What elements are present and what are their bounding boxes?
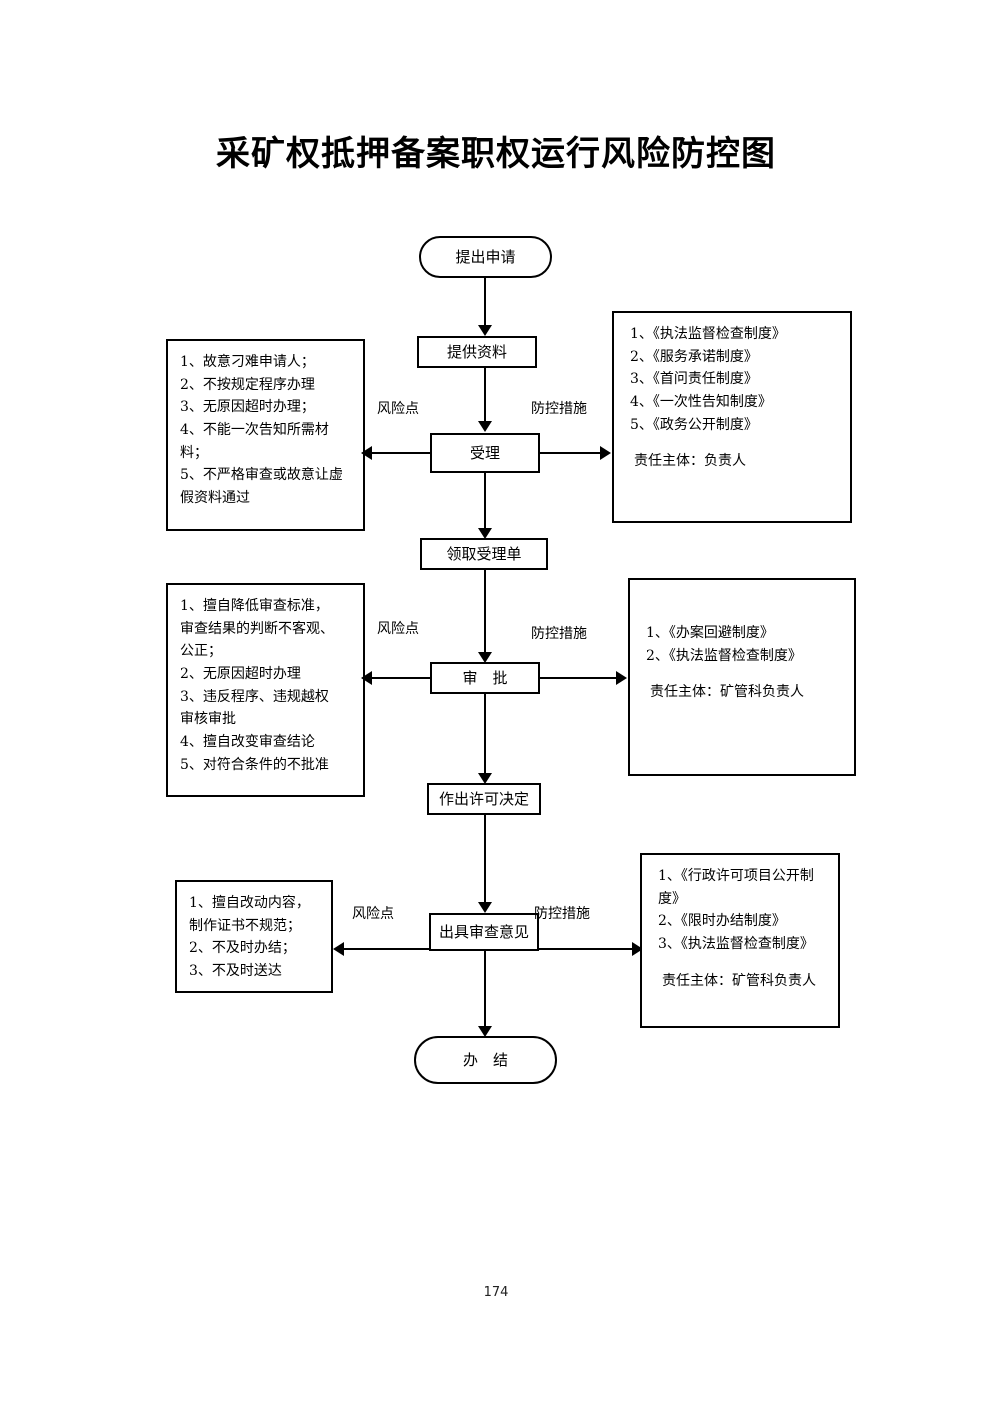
risk-line: 2、不及时办结； xyxy=(189,940,296,957)
edge-label-measures-review: 防控措施 xyxy=(534,906,590,922)
arrowhead-review-to-measures xyxy=(632,942,643,956)
risk-line: 5、对符合条件的不批准 xyxy=(180,756,329,773)
connector-approve-to-measures xyxy=(540,677,618,679)
risk-line: 假资料通过 xyxy=(180,490,250,507)
arrowhead-approve-to-risk xyxy=(361,671,372,685)
measure-line: 2、《服务承诺制度》 xyxy=(630,348,758,365)
arrowhead-review-to-end xyxy=(478,1026,492,1037)
connector-review-to-measures xyxy=(539,948,634,950)
node-approve: 审 批 xyxy=(430,662,540,694)
page-title: 采矿权抵押备案职权运行风险防控图 xyxy=(216,134,776,174)
connector-permit-to-review xyxy=(484,815,486,905)
measure-line: 2、《限时办结制度》 xyxy=(658,913,786,930)
node-provide-materials-label: 提供资料 xyxy=(446,343,507,361)
node-end-label: 办 结 xyxy=(462,1051,508,1069)
arrowhead-review-to-risk xyxy=(333,942,344,956)
node-receipt: 领取受理单 xyxy=(420,538,548,570)
page-number: 174 xyxy=(483,1285,509,1300)
edge-label-risk-review: 风险点 xyxy=(352,906,394,922)
risk-line: 1、擅自降低审查标准， xyxy=(180,598,329,614)
connector-provide-to-accept xyxy=(484,368,486,423)
node-accept: 受理 xyxy=(430,433,540,473)
measure-line: 1、《执法监督检查制度》 xyxy=(630,326,786,342)
arrowhead-start-to-provide xyxy=(478,325,492,336)
measure-owner: 责任主体：矿管科负责人 xyxy=(662,972,816,989)
arrowhead-accept-to-measures xyxy=(600,446,611,460)
connector-accept-to-risk xyxy=(372,452,430,454)
node-review-opinion: 出具审查意见 xyxy=(429,913,539,951)
measure-line: 1、《行政许可项目公开制 xyxy=(658,868,814,884)
measure-spacer xyxy=(658,956,828,970)
risk-line: 4、不能一次告知所需材 xyxy=(180,422,329,439)
connector-approve-to-risk xyxy=(372,677,430,679)
measures-panel-review: 1、《行政许可项目公开制 度》 2、《限时办结制度》 3、《执法监督检查制度》 … xyxy=(640,853,840,1028)
arrowhead-accept-to-risk xyxy=(361,446,372,460)
node-receipt-label: 领取受理单 xyxy=(446,545,522,563)
risk-line: 料； xyxy=(180,444,208,461)
risk-line: 审核审批 xyxy=(180,711,236,728)
node-start-label: 提出申请 xyxy=(455,248,516,266)
risk-panel-accept: 1、故意刁难申请人； 2、不按规定程序办理 3、无原因超时办理； 4、不能一次告… xyxy=(166,339,365,531)
measure-line: 5、《政务公开制度》 xyxy=(630,416,758,433)
node-accept-label: 受理 xyxy=(469,444,500,462)
measure-line: 3、《首问责任制度》 xyxy=(630,371,758,388)
node-approve-label: 审 批 xyxy=(462,669,508,687)
risk-line: 3、不及时送达 xyxy=(189,963,282,980)
measure-owner: 责任主体：负责人 xyxy=(634,453,746,470)
arrowhead-receipt-to-approve xyxy=(478,652,492,663)
edge-label-risk-accept: 风险点 xyxy=(377,401,419,417)
measure-line: 2、《执法监督检查制度》 xyxy=(646,647,802,664)
node-end: 办 结 xyxy=(414,1036,557,1084)
arrowhead-approve-to-permit xyxy=(478,773,492,784)
risk-line: 审查结果的判断不客观、 xyxy=(180,620,334,637)
connector-start-to-provide xyxy=(484,278,486,328)
connector-receipt-to-approve xyxy=(484,570,486,655)
measure-line: 4、《一次性告知制度》 xyxy=(630,394,772,411)
node-permit-decision-label: 作出许可决定 xyxy=(438,790,529,808)
measure-owner: 责任主体：矿管科负责人 xyxy=(650,684,804,701)
risk-line: 1、擅自改动内容， xyxy=(189,895,310,911)
connector-approve-to-permit xyxy=(484,694,486,776)
risk-line: 2、不按规定程序办理 xyxy=(180,376,315,393)
node-review-opinion-label: 出具审查意见 xyxy=(438,923,529,941)
edge-label-risk-approve: 风险点 xyxy=(377,621,419,637)
risk-line: 公正； xyxy=(180,643,222,660)
measures-panel-accept: 1、《执法监督检查制度》 2、《服务承诺制度》 3、《首问责任制度》 4、《一次… xyxy=(612,311,852,523)
measure-line: 3、《执法监督检查制度》 xyxy=(658,936,814,953)
risk-line: 4、擅自改变审查结论 xyxy=(180,734,315,751)
risk-line: 2、无原因超时办理 xyxy=(180,666,301,683)
node-provide-materials: 提供资料 xyxy=(417,336,537,368)
risk-line: 3、违反程序、违规越权 xyxy=(180,688,329,705)
risk-panel-review: 1、擅自改动内容， 制作证书不规范； 2、不及时办结； 3、不及时送达 xyxy=(175,880,333,993)
node-permit-decision: 作出许可决定 xyxy=(427,783,541,815)
connector-review-to-end xyxy=(484,951,486,1029)
arrowhead-provide-to-accept xyxy=(478,421,492,432)
risk-line: 3、无原因超时办理； xyxy=(180,399,315,416)
connector-accept-to-receipt xyxy=(484,473,486,531)
risk-line: 5、不严格审查或故意让虚 xyxy=(180,467,343,484)
risk-panel-approve: 1、擅自降低审查标准， 审查结果的判断不客观、 公正； 2、无原因超时办理 3、… xyxy=(166,583,365,797)
measure-line: 1、《办案回避制度》 xyxy=(646,625,774,641)
measure-line: 度》 xyxy=(658,890,686,907)
arrowhead-approve-to-measures xyxy=(616,671,627,685)
risk-line: 制作证书不规范； xyxy=(189,917,301,934)
measures-panel-approve: 1、《办案回避制度》 2、《执法监督检查制度》 责任主体：矿管科负责人 xyxy=(628,578,856,776)
arrowhead-accept-to-receipt xyxy=(478,528,492,539)
connector-accept-to-measures xyxy=(540,452,602,454)
arrowhead-permit-to-review xyxy=(478,902,492,913)
edge-label-measures-accept: 防控措施 xyxy=(531,401,587,417)
edge-label-measures-approve: 防控措施 xyxy=(531,626,587,642)
node-start: 提出申请 xyxy=(419,236,552,278)
measure-spacer xyxy=(646,667,844,681)
risk-line: 1、故意刁难申请人； xyxy=(180,354,315,370)
connector-review-to-risk xyxy=(344,948,429,950)
measure-spacer xyxy=(630,436,840,450)
